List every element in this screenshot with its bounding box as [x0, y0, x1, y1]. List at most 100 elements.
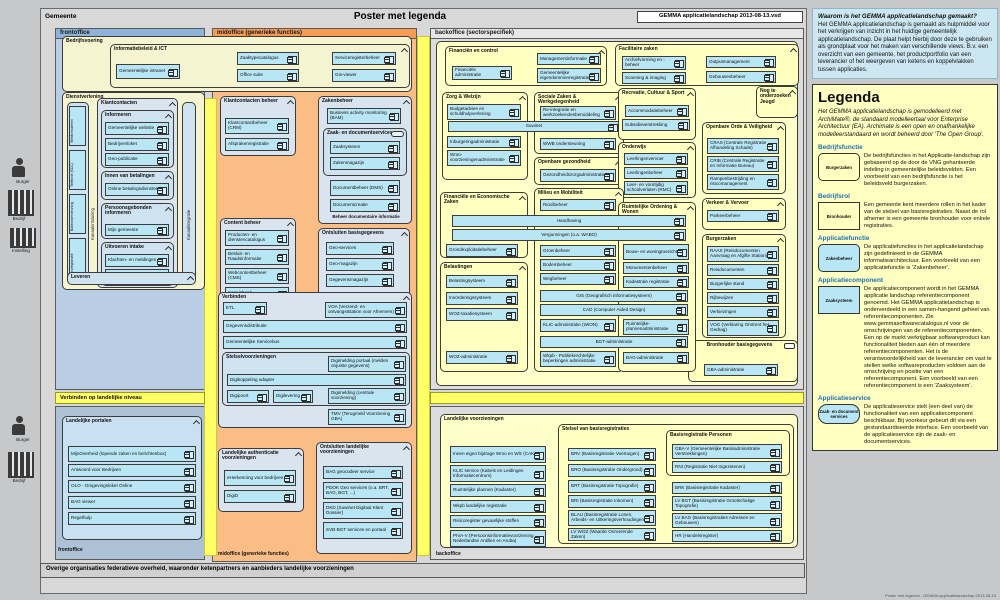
component-icon: [767, 295, 777, 303]
component-lv-woz-waarde-onroerende-zaken: LV WOZ (Waarde Onroerende Zaken): [568, 528, 656, 541]
function-icon: [403, 445, 409, 451]
component-icon: [394, 393, 404, 401]
component-icon: [770, 500, 780, 509]
function-icon: [789, 89, 795, 95]
legend-why-box: Waarom is het GEMMA applicatielandschap …: [812, 8, 998, 80]
component-icon: [506, 278, 516, 287]
component-icon: [284, 475, 294, 483]
component-verkiezingen: Verkiezingen: [707, 306, 779, 318]
component-icon: [608, 123, 618, 131]
component-blau-basisregistratie-lonen-arbeids-en-u: BLAU (Basisregistratie Lonen, Arbeids- e…: [568, 510, 656, 526]
component-icon: [388, 202, 398, 211]
component-belastingsysteem: Belastingsysteem: [446, 275, 518, 288]
component-icon: [382, 245, 392, 254]
component-pdok-geo-services-o-a-brt-bag-bgt: PDOK Geo services (o.a. BRT, BAG, BGT, .…: [323, 482, 403, 499]
component-icon: [604, 110, 614, 118]
component-icon: [767, 325, 777, 333]
component-icon: [395, 307, 405, 315]
component-svb-bgt-services-en-portaal: SVB-BGT services en portaal: [323, 522, 403, 539]
component-digikoppeling-adapter: Digikoppeling adapter: [227, 374, 406, 386]
gis-band: GIS (Geografisch informatiesysteem): [540, 290, 688, 302]
component-bag-viewer: BAG viewer: [68, 496, 196, 509]
actor-caption-burger: Burger: [16, 179, 30, 184]
component-gebouwenbeheer: Gebouwenbeheer: [706, 71, 776, 83]
cad-band: CAD (Computer Aided Design): [540, 304, 688, 316]
component-icon: [644, 451, 654, 460]
legend-text-applicatiefunctie: De applicatiefuncties in het applicatiel…: [864, 244, 984, 271]
component-wegbeheer: Wegbeheer: [540, 273, 616, 285]
component-zaaktypecatalogus: Zaaktypecatalogus: [237, 52, 299, 65]
component-gemeentelijke-servicebus: Gemeentelijke Servicebus: [223, 336, 407, 349]
component-icon: [767, 213, 777, 221]
handhaving-band: Handhaving: [452, 215, 686, 227]
function-icon: [790, 47, 796, 53]
legend-text-applicatiecomponent: De applicatiecomponent wordt in het GEMM…: [864, 286, 992, 390]
component-icon: [604, 322, 614, 331]
legend-swatch-zaaksysteem: Zaaksysteem: [818, 286, 860, 315]
component-icon: [382, 261, 392, 270]
component-icon: [677, 108, 687, 116]
component-icon: [157, 257, 167, 266]
component-leerlingenvervoer: Leerlingenvervoer: [624, 153, 688, 165]
person-icon-burger: [12, 158, 26, 177]
component-icon: [770, 485, 780, 493]
component-icon: [534, 487, 544, 496]
component-icon: [384, 55, 394, 64]
kanaalontsluiting-label: Kanaalontsluiting: [90, 208, 95, 240]
component-webcontentbeheer-cms: Webcontentbeheer (CMS): [225, 268, 289, 284]
component-accommodatiebeheer: Accommodatiebeheer: [625, 105, 689, 117]
component-icon: [589, 72, 599, 81]
function-icon: [287, 221, 293, 227]
component-icon: [677, 265, 687, 273]
component-icon: [770, 517, 780, 526]
component-financi-le-administratie: Financiële administratie: [452, 66, 512, 80]
component-piva-v-persoonsinformatievoorziening-ned: PIVA-V (Persoonsinformatievoorziening Ne…: [450, 530, 546, 547]
component-brv-basisregistratie-voertuigen: BRV (Basisregistratie Voertuigen): [568, 448, 656, 461]
midoffice-bottom-label: midoffice (generieke functies): [218, 551, 289, 557]
component-business-activity-monitoring-bam: Business activity monitoring (BAM): [327, 108, 401, 124]
component-hr-handelsregister: HR (Handelsregister): [672, 530, 782, 542]
component-icon: [500, 70, 510, 78]
component-mijn-gemeente: Mijn gemeente: [105, 224, 169, 236]
component-klic-service-kabels-en-leidingen-informa: KLIC service (Kabels en Leidingen Inform…: [450, 465, 546, 482]
component-icon: [534, 451, 544, 460]
component-icon: [277, 141, 287, 150]
page-title: Poster met legenda: [353, 11, 447, 22]
component-icon: [509, 109, 519, 117]
component-digimelding-centrale-voorziening: Digimelding (centrale voorziening): [328, 388, 406, 404]
component-etl: ETL: [223, 302, 267, 315]
legend-swatch-burgerzaken: Burgerzaken: [818, 153, 860, 182]
legend-text-bedrijfsrol: Een gemeente kent meerdere rollen in het…: [864, 202, 991, 229]
component-icon: [767, 309, 777, 317]
function-icon: [165, 113, 171, 119]
component-re-integratie-en-werkzoekendenbemiddelin: Re-integratie en werkzoekendenbemiddelin…: [540, 106, 616, 120]
legend-panel: Waarom is het GEMMA applicatielandschap …: [812, 8, 998, 592]
component-rni-registratie-niet-ingezetenen: RNI (Registratie Niet Ingezetenen): [672, 461, 782, 473]
component-gemeentelijke-eigendommenregistratie: Gemeentelijke eigendommenregistratie: [537, 68, 601, 83]
legenda-title: Legenda: [818, 89, 880, 107]
component-icon: [766, 367, 776, 375]
component-geo-publicatie: Geo-publicatie: [105, 153, 169, 166]
component-groenbeheer: Groenbeheer: [540, 245, 616, 257]
component-reisdocumenten: Reisdocumenten: [707, 264, 779, 276]
component-icon: [644, 531, 654, 540]
component-subsidieverstrekking: Subsidieverstrekking: [622, 119, 690, 131]
component-icon: [184, 483, 194, 492]
component-icon: [676, 156, 686, 164]
function-icon: [403, 295, 409, 301]
group-nog-te-onderzoeken-jeugd: Nog te onderzoeken Jeugd: [756, 86, 798, 118]
component-leerlingenbeheer: Leerlingenbeheer: [624, 167, 688, 179]
component-icon: [391, 507, 401, 516]
component-icon: [157, 125, 167, 134]
component-icon: [676, 293, 686, 301]
component-bedrijvenloket: Bedrijvenloket: [105, 138, 169, 151]
component-serviceregisterbeheer: Serviceregisterbeheer: [332, 52, 396, 65]
component-icon: [677, 279, 687, 287]
component-icon: [157, 141, 167, 150]
actor-caption-burger: Burger: [16, 437, 30, 442]
component-icon: [770, 448, 780, 457]
component-antwoord-voor-bedrijven: Antwoord voor Bedrijven: [68, 464, 196, 477]
component-icon: [284, 493, 294, 502]
component-icon: [255, 305, 265, 314]
component-rampenbestrijding-en-risicomanagement: Rampenbestrijding en risicomanagement: [707, 174, 779, 190]
